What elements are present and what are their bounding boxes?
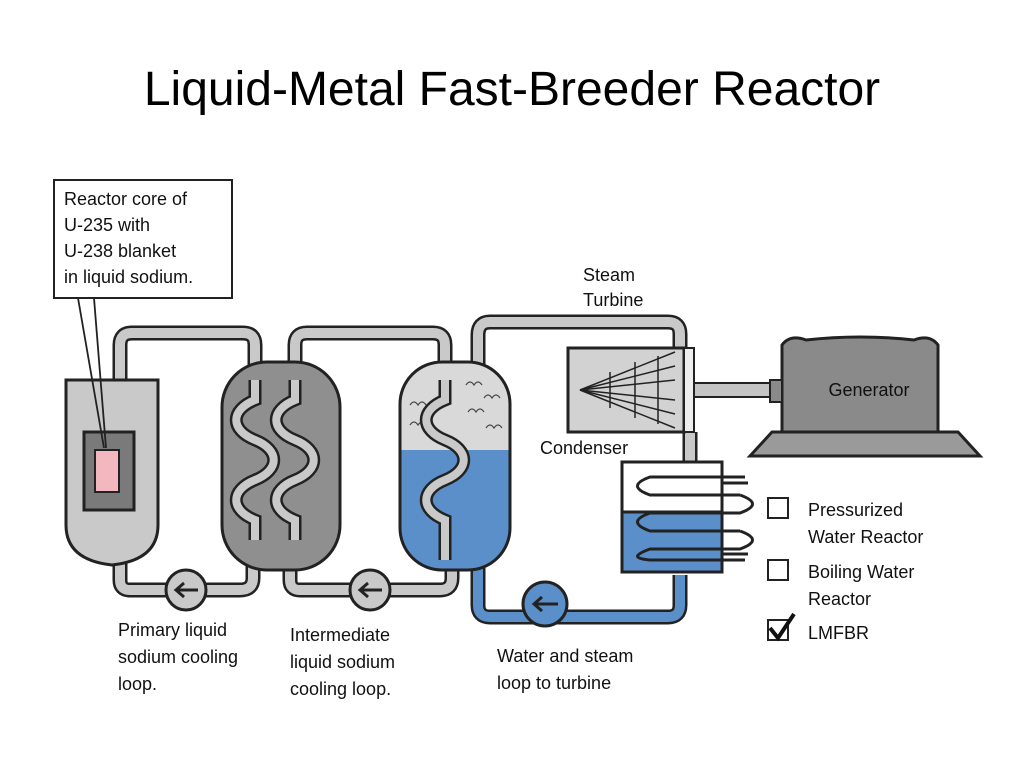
- steam-turbine: [566, 346, 771, 434]
- core-callout-line: U-238 blanket: [64, 241, 176, 261]
- reactor-core: [82, 430, 136, 512]
- steam-turbine-label: Steam Turbine: [583, 265, 643, 310]
- primary-loop-label: Primary liquid sodium cooling loop.: [118, 620, 243, 694]
- reactor-type-legend: Pressurized Water Reactor Boiling Water …: [767, 497, 923, 643]
- svg-text:Pressurized Water Reac: Pressurized Water Reactor: [808, 500, 923, 547]
- condenser-coil: [636, 475, 754, 562]
- reactor-vessel: [64, 378, 160, 567]
- svg-text:Reactor core of U-235 wi: Reactor core of U-235 with U-238 blanket…: [64, 189, 193, 287]
- svg-text:LMFBR: LMFBR: [808, 623, 869, 643]
- slide-title: Liquid-Metal Fast-Breeder Reactor: [143, 63, 881, 116]
- turbine-shaft: [693, 382, 771, 398]
- steam-line-pipe: [470, 314, 698, 462]
- legend-item-lmfbr: LMFBR: [767, 612, 869, 643]
- steam-generator: [398, 360, 512, 572]
- legend-item-pwr: Pressurized Water Reactor: [767, 497, 923, 547]
- intermediate-loop-label: Intermediate liquid sodium cooling loop.: [290, 625, 400, 699]
- intermediate-heat-exchanger: [220, 360, 342, 572]
- condenser: [620, 460, 754, 574]
- core-callout-line: Reactor core of: [64, 189, 188, 209]
- svg-text:Boiling Water Reactor: Boiling Water Reactor: [808, 562, 919, 609]
- water-loop-pipe: [470, 560, 688, 625]
- core-callout: Reactor core of U-235 with U-238 blanket…: [53, 179, 233, 449]
- checkmark-icon: [768, 612, 796, 642]
- pump-icon: [164, 568, 208, 612]
- fuel-element: [94, 449, 120, 493]
- pump-icon: [521, 580, 569, 628]
- condenser-label: Condenser: [540, 438, 628, 458]
- core-callout-line: in liquid sodium.: [64, 267, 193, 287]
- water-loop-label: Water and steam loop to turbine: [497, 646, 638, 693]
- core-callout-line: U-235 with: [64, 215, 150, 235]
- generator: Generator: [746, 335, 984, 458]
- legend-item-bwr: Boiling Water Reactor: [767, 559, 919, 609]
- checkbox-icon: [767, 497, 789, 519]
- pump-icon: [348, 568, 392, 612]
- checkbox-icon: [767, 559, 789, 581]
- generator-label: Generator: [828, 380, 909, 400]
